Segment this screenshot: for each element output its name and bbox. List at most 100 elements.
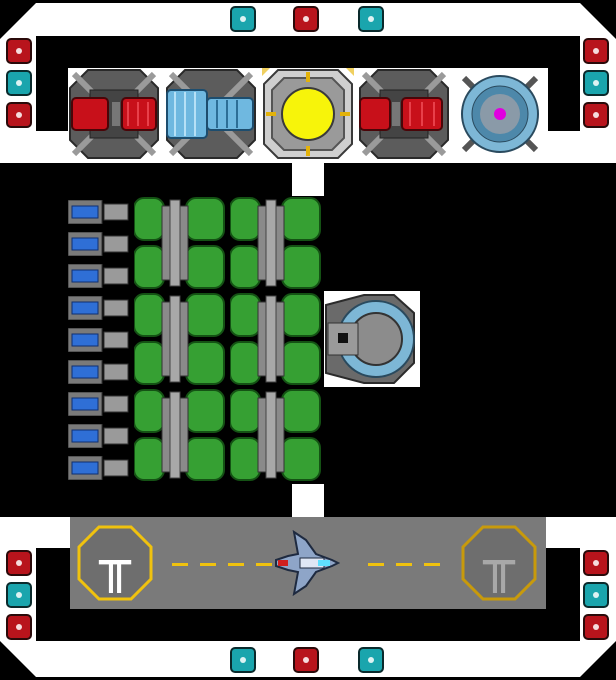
battery-icon bbox=[67, 455, 129, 481]
light-glint bbox=[593, 592, 599, 598]
runway-dash bbox=[256, 563, 272, 566]
fuel-tank[interactable] bbox=[229, 388, 322, 482]
red-light-icon bbox=[6, 102, 32, 128]
laser-turret-red[interactable] bbox=[68, 68, 160, 160]
cyan-light-icon bbox=[358, 647, 384, 673]
battery-icon bbox=[67, 263, 129, 289]
hull-bottom-left-gap bbox=[36, 548, 70, 609]
fuel-tank[interactable] bbox=[133, 292, 226, 386]
light-glint bbox=[593, 112, 599, 118]
landing-pad-icon bbox=[461, 525, 537, 601]
red-laser-icon bbox=[359, 69, 449, 159]
fuel-tank-icon bbox=[133, 293, 225, 385]
landing-pad-right[interactable]: ╥ bbox=[461, 525, 537, 601]
fuel-tank[interactable] bbox=[229, 196, 322, 290]
battery-cell[interactable] bbox=[67, 423, 130, 449]
light-glint bbox=[240, 16, 246, 22]
fighter-ship[interactable] bbox=[272, 529, 341, 597]
battery-icon bbox=[67, 359, 129, 385]
red-laser-icon bbox=[69, 69, 159, 159]
scanner-dome[interactable] bbox=[324, 293, 416, 385]
battery-cell[interactable] bbox=[67, 295, 130, 321]
cyan-light-icon bbox=[583, 70, 609, 96]
fuel-tank[interactable] bbox=[133, 196, 226, 290]
red-light-icon bbox=[6, 550, 32, 576]
battery-icon bbox=[67, 391, 129, 417]
light-glint bbox=[593, 48, 599, 54]
landing-pad-icon bbox=[77, 525, 153, 601]
battery-cell[interactable] bbox=[67, 327, 130, 353]
battery-icon bbox=[67, 423, 129, 449]
hull-bottom-cutout bbox=[36, 609, 580, 641]
light-glint bbox=[368, 16, 374, 22]
dome-icon bbox=[325, 294, 415, 384]
battery-cell[interactable] bbox=[67, 455, 130, 481]
battery-cell[interactable] bbox=[67, 359, 130, 385]
light-glint bbox=[16, 48, 22, 54]
hull-connector-bottom bbox=[292, 484, 324, 517]
cyan-light-icon bbox=[230, 6, 256, 32]
battery-cell[interactable] bbox=[67, 199, 130, 225]
red-light-icon bbox=[583, 102, 609, 128]
battery-cell[interactable] bbox=[67, 391, 130, 417]
shield-generator[interactable] bbox=[454, 68, 546, 160]
light-glint bbox=[240, 657, 246, 663]
yellow-core-icon bbox=[262, 68, 354, 159]
blue-cannon-icon bbox=[166, 69, 256, 159]
light-glint bbox=[16, 80, 22, 86]
fuel-tank-icon bbox=[133, 197, 225, 289]
hull-connector-top bbox=[292, 163, 324, 197]
red-light-icon bbox=[583, 38, 609, 64]
pad-glyph: ╥ bbox=[99, 533, 131, 593]
fuel-tank-icon bbox=[229, 293, 321, 385]
red-light-icon bbox=[6, 38, 32, 64]
battery-icon bbox=[67, 199, 129, 225]
runway-dash bbox=[424, 563, 440, 566]
runway-dash bbox=[368, 563, 384, 566]
hull-top-cutout bbox=[36, 36, 580, 68]
magenta-shield-icon bbox=[461, 75, 539, 153]
light-glint bbox=[593, 560, 599, 566]
ion-cannon-blue[interactable] bbox=[165, 68, 257, 160]
battery-cell[interactable] bbox=[67, 231, 130, 257]
red-light-icon bbox=[293, 647, 319, 673]
hull-left-gap bbox=[36, 68, 70, 131]
red-light-icon bbox=[6, 614, 32, 640]
landing-pad-left[interactable]: ╥ bbox=[77, 525, 153, 601]
laser-turret-red-2[interactable] bbox=[358, 68, 450, 160]
runway-dash bbox=[396, 563, 412, 566]
light-glint bbox=[303, 657, 309, 663]
runway-dash bbox=[228, 563, 244, 566]
cyan-light-icon bbox=[6, 70, 32, 96]
fighter-ship-icon bbox=[275, 529, 341, 597]
cyan-light-icon bbox=[583, 582, 609, 608]
cyan-light-icon bbox=[230, 647, 256, 673]
cyan-light-icon bbox=[6, 582, 32, 608]
runway-dash bbox=[172, 563, 188, 566]
fuel-tank[interactable] bbox=[133, 388, 226, 482]
light-glint bbox=[16, 592, 22, 598]
fuel-tank-icon bbox=[229, 197, 321, 289]
light-glint bbox=[593, 80, 599, 86]
red-light-icon bbox=[583, 614, 609, 640]
fuel-tank-icon bbox=[229, 389, 321, 481]
light-glint bbox=[16, 560, 22, 566]
hull-bottom-right-gap bbox=[546, 548, 580, 609]
battery-icon bbox=[67, 295, 129, 321]
light-glint bbox=[593, 624, 599, 630]
reactor-core[interactable] bbox=[262, 68, 354, 160]
light-glint bbox=[368, 657, 374, 663]
battery-cell[interactable] bbox=[67, 263, 130, 289]
hull-right-gap bbox=[546, 68, 580, 131]
runway-dash bbox=[200, 563, 216, 566]
battery-icon bbox=[67, 327, 129, 353]
fuel-tank[interactable] bbox=[229, 292, 322, 386]
pad-glyph: ╥ bbox=[483, 533, 515, 593]
cyan-light-icon bbox=[358, 6, 384, 32]
red-light-icon bbox=[583, 550, 609, 576]
battery-icon bbox=[67, 231, 129, 257]
light-glint bbox=[303, 16, 309, 22]
light-glint bbox=[16, 112, 22, 118]
fuel-tank-icon bbox=[133, 389, 225, 481]
light-glint bbox=[16, 624, 22, 630]
